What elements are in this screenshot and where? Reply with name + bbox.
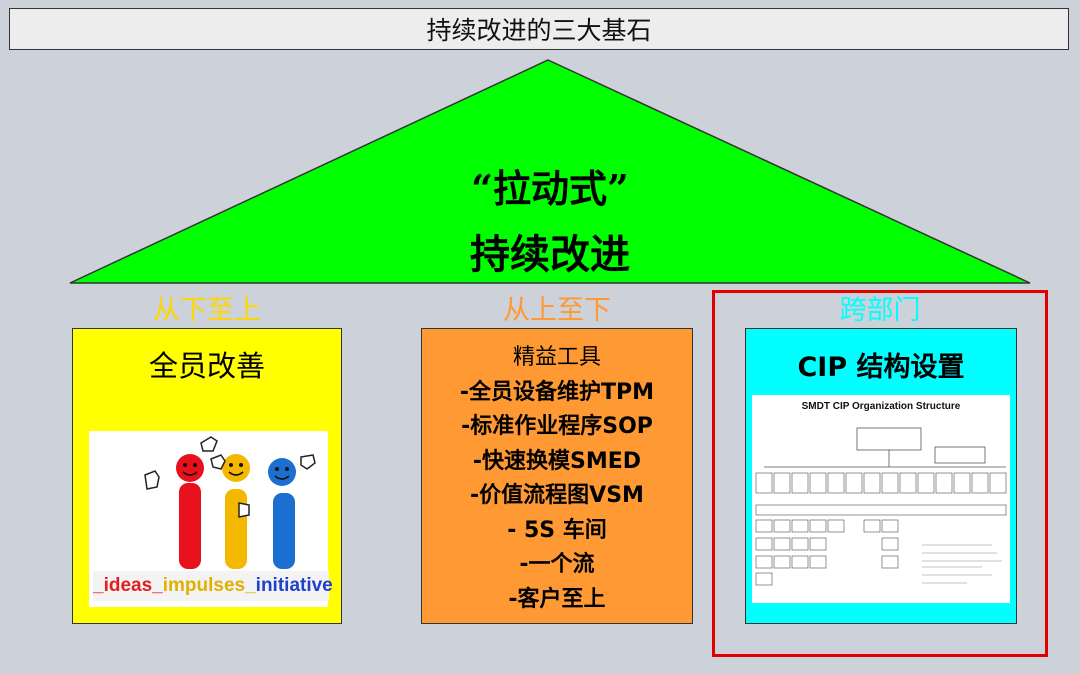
roof-triangle bbox=[69, 59, 1031, 284]
pillar-title: CIP 结构设置 bbox=[797, 352, 965, 383]
page-title: 持续改进的三大基石 bbox=[9, 8, 1069, 50]
pillar-cip-structure: CIP 结构设置 SMDT CIP Organization Structure bbox=[745, 328, 1017, 624]
ideas-caption: _ideas_impulses_initiative bbox=[93, 571, 333, 601]
org-chart-title: SMDT CIP Organization Structure bbox=[801, 401, 961, 412]
tool-item: -快速换模SMED bbox=[472, 448, 642, 474]
caption-ideas: _ideas_ bbox=[93, 575, 163, 596]
caption-impulses: impulses_ bbox=[162, 575, 256, 596]
column-label-cross-dept: 跨部门 bbox=[839, 295, 921, 326]
org-chart-diagram bbox=[755, 427, 1007, 586]
smiley-figures-icon bbox=[144, 436, 316, 569]
tool-item: - 5S 车间 bbox=[507, 517, 607, 543]
column-label-bottom-up: 从下至上 bbox=[153, 295, 261, 326]
tool-item: -客户至上 bbox=[508, 586, 606, 612]
tool-item: -标准作业程序SOP bbox=[461, 414, 653, 439]
column-label-top-down: 从上至下 bbox=[503, 295, 611, 326]
roof-line-1: “拉动式” bbox=[471, 166, 629, 211]
org-chart-image: SMDT CIP Organization Structure bbox=[752, 395, 1010, 603]
roof-line-2: 持续改进 bbox=[470, 231, 630, 278]
tool-item: -全员设备维护TPM bbox=[459, 379, 655, 405]
pillar-lean-tools: 精益工具 -全员设备维护TPM -标准作业程序SOP -快速换模SMED -价值… bbox=[421, 328, 693, 624]
tool-item: -价值流程图VSM bbox=[470, 483, 644, 508]
pillar-title: 精益工具 bbox=[512, 345, 601, 370]
ideas-illustration: _ideas_impulses_initiative bbox=[89, 431, 333, 607]
highlight-frame bbox=[712, 290, 1048, 657]
pillar-all-staff-improvement: 全员改善 bbox=[72, 328, 342, 624]
caption-initiative: initiative bbox=[255, 575, 333, 596]
pillar-title: 全员改善 bbox=[148, 349, 265, 383]
tool-item: -一个流 bbox=[519, 552, 595, 577]
